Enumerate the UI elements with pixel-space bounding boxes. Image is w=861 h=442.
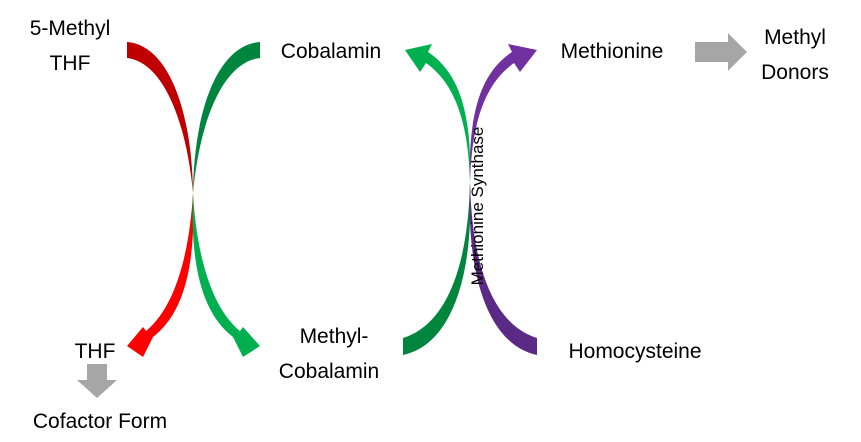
arrow-down-to-cofactor — [77, 364, 117, 398]
label-cobalamin: Cobalamin — [281, 40, 381, 63]
arrow-from-methylcobalamin — [403, 182, 471, 355]
label-methylcobalamin-line2: Cobalamin — [279, 360, 379, 383]
label-5-methyl-thf-line2: THF — [50, 52, 91, 75]
arrow-5methylthf-top — [127, 42, 193, 193]
label-cofactor-form: Cofactor Form — [33, 410, 167, 433]
arrow-to-methylcobalamin — [192, 193, 260, 357]
label-methyl-donors-line1: Methyl — [764, 26, 826, 49]
arrow-from-homocysteine — [469, 182, 537, 355]
label-methionine-synthase: Methionine Synthase — [468, 127, 487, 286]
label-thf: THF — [75, 340, 116, 363]
arrow-to-methionine — [469, 44, 537, 182]
label-methionine: Methionine — [561, 40, 664, 63]
arrow-right-to-methyl-donors — [695, 33, 747, 71]
label-5-methyl-thf-line1: 5-Methyl — [30, 17, 111, 40]
label-methylcobalamin-line1: Methyl- — [300, 325, 369, 348]
arrow-to-thf — [127, 193, 194, 357]
label-methyl-donors-line2: Donors — [761, 61, 829, 84]
arrow-cobalamin-top — [193, 42, 260, 193]
arrow-to-cobalamin — [405, 44, 471, 182]
label-homocysteine: Homocysteine — [568, 340, 701, 363]
